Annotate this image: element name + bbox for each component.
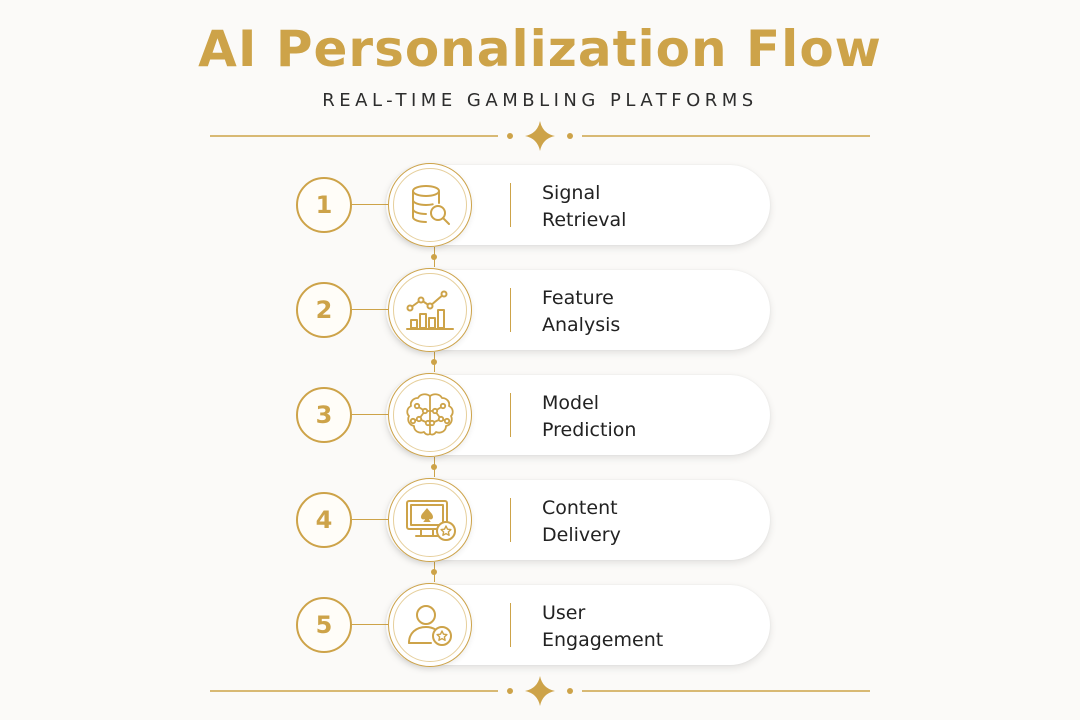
database-search-icon <box>412 185 450 225</box>
page-title: AI Personalization Flow <box>198 20 882 78</box>
connector-dot <box>431 254 437 260</box>
neural-brain-icon <box>406 393 454 436</box>
step-number-badge: 2 <box>296 282 352 338</box>
bottom-divider <box>210 676 870 706</box>
sparkle-icon <box>525 121 555 151</box>
step-user-engagement: 5 User Engagement <box>296 583 776 667</box>
step-signal-retrieval: 1 Signal Retrieval <box>296 163 776 247</box>
step-model-prediction: 3 Model Prediction <box>296 373 776 457</box>
step-label: User Engagement <box>542 600 762 654</box>
step-label-line1: User <box>542 602 586 624</box>
badge-connector <box>352 414 388 415</box>
user-star-icon <box>408 605 452 646</box>
step-label: Content Delivery <box>542 495 762 549</box>
step-number-badge: 4 <box>296 492 352 548</box>
badge-connector <box>352 309 388 310</box>
step-label-line1: Feature <box>542 287 614 309</box>
step-label: Signal Retrieval <box>542 180 762 234</box>
step-icon-circle <box>388 583 472 667</box>
step-label-line2: Engagement <box>542 629 664 651</box>
step-label: Model Prediction <box>542 390 762 444</box>
step-separator <box>510 393 511 437</box>
connector-dot <box>431 464 437 470</box>
step-icon-circle <box>388 163 472 247</box>
step-label-line2: Prediction <box>542 419 637 441</box>
step-label: Feature Analysis <box>542 285 762 339</box>
badge-connector <box>352 519 388 520</box>
step-label-line1: Content <box>542 497 618 519</box>
badge-connector <box>352 624 388 625</box>
step-label-line2: Retrieval <box>542 209 627 231</box>
top-divider <box>210 121 870 151</box>
step-label-line1: Signal <box>542 182 601 204</box>
connector-dot <box>431 359 437 365</box>
step-separator <box>510 498 511 542</box>
step-separator <box>510 183 511 227</box>
badge-connector <box>352 204 388 205</box>
step-feature-analysis: 2 Feature Analysis <box>296 268 776 352</box>
step-separator <box>510 288 511 332</box>
analytics-chart-icon <box>406 290 454 330</box>
step-number-badge: 5 <box>296 597 352 653</box>
step-label-line2: Delivery <box>542 524 621 546</box>
step-number-badge: 3 <box>296 387 352 443</box>
connector-dot <box>431 569 437 575</box>
step-icon-circle <box>388 268 472 352</box>
step-content-delivery: 4 Content Delivery <box>296 478 776 562</box>
monitor-spade-icon <box>406 500 456 541</box>
step-number-badge: 1 <box>296 177 352 233</box>
sparkle-icon <box>525 676 555 706</box>
step-label-line1: Model <box>542 392 600 414</box>
step-label-line2: Analysis <box>542 314 621 336</box>
step-icon-circle <box>388 373 472 457</box>
step-icon-circle <box>388 478 472 562</box>
page-subtitle: REAL-TIME GAMBLING PLATFORMS <box>322 90 758 111</box>
step-separator <box>510 603 511 647</box>
